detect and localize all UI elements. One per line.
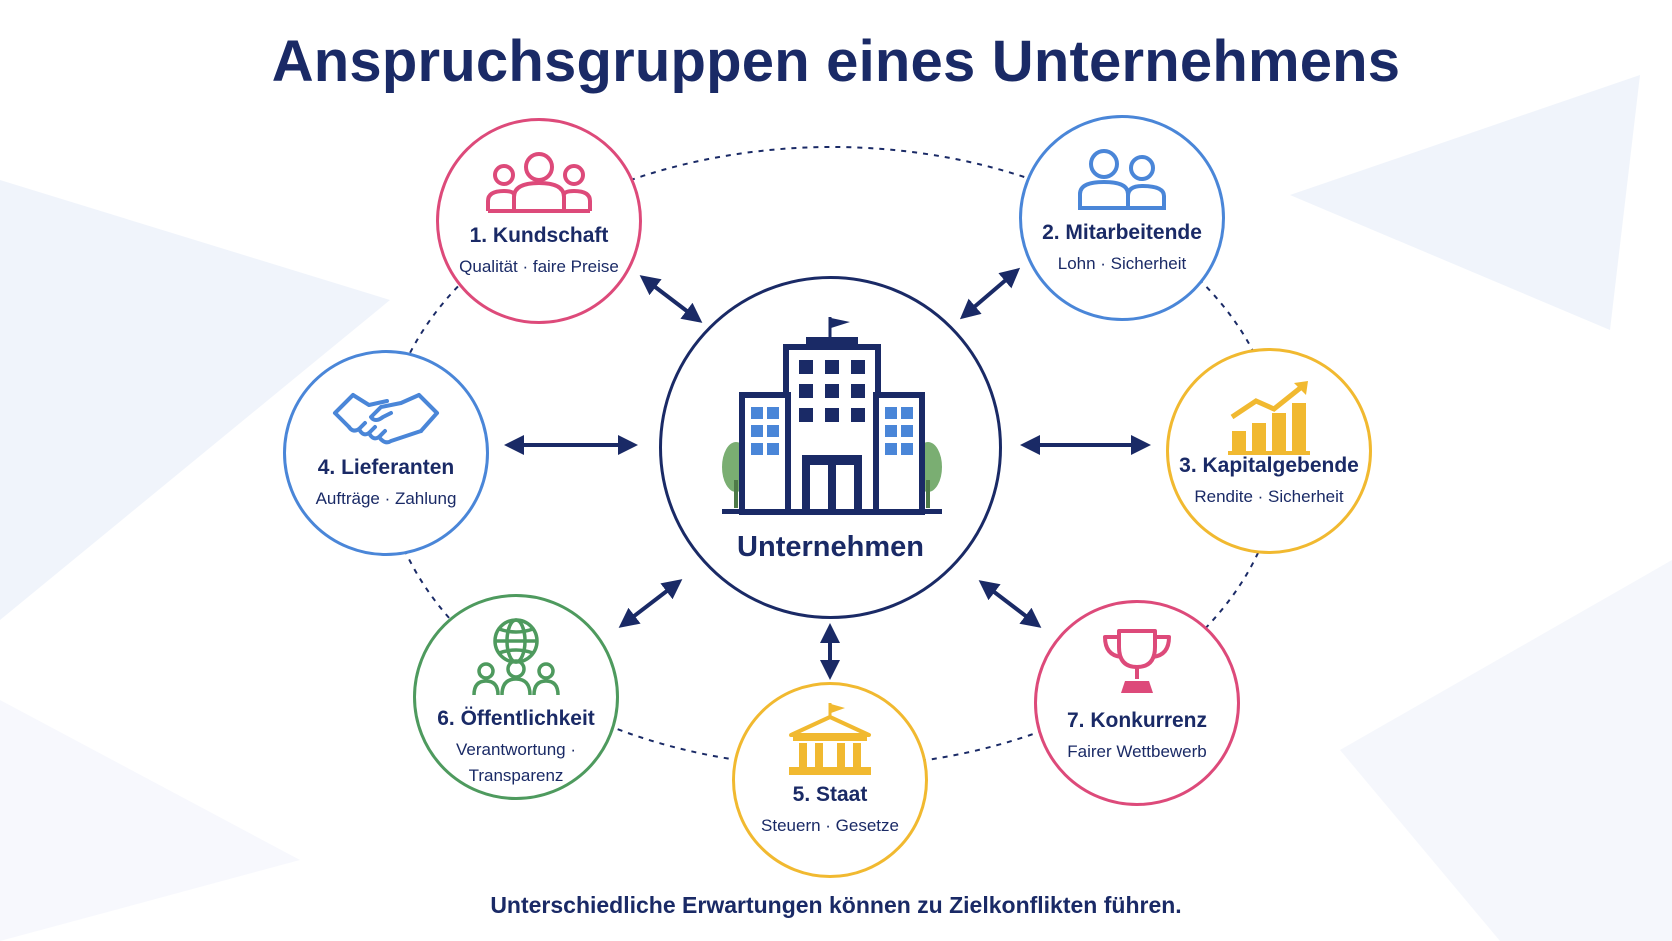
- node-desc-kapitalgebende: Rendite · Sicherheit: [1194, 487, 1344, 506]
- office-building-icon: [722, 317, 942, 515]
- node-desc-staat: Steuern · Gesetze: [761, 816, 899, 835]
- node-oeffentlichkeit: 6. Öffentlichkeit Verantwortung · Transp…: [413, 594, 619, 800]
- node-desc-oeffentlichkeit: Verantwortung · Transparenz: [455, 740, 576, 785]
- bg-shape-left-bottom: [0, 700, 300, 941]
- node-staat: 5. Staat Steuern · Gesetze: [732, 682, 928, 878]
- node-label-staat: 5. Staat: [792, 783, 868, 806]
- node-lieferanten: 4. Lieferanten Aufträge · Zahlung: [283, 350, 489, 556]
- page-title: Anspruchsgruppen eines Unternehmens: [271, 29, 1401, 94]
- arrow-kundschaft: [639, 275, 703, 323]
- arrow-konkurrenz: [978, 580, 1042, 628]
- center-node-unternehmen: Unternehmen: [659, 276, 1002, 619]
- bg-shape-right-top: [1290, 75, 1640, 330]
- node-desc-konkurrenz: Fairer Wettbewerb: [1067, 742, 1207, 761]
- globe-people-icon: [472, 618, 560, 696]
- node-label-konkurrenz: 7. Konkurrenz: [1066, 709, 1208, 732]
- bg-shape-right-bottom: [1340, 560, 1672, 941]
- node-label-kapitalgebende: 3. Kapitalgebende: [1179, 454, 1359, 477]
- node-desc-kundschaft: Qualität · faire Preise: [459, 257, 619, 276]
- customers-group-icon: [486, 152, 592, 213]
- employees-icon: [1078, 149, 1166, 210]
- center-label: Unternehmen: [737, 531, 924, 563]
- node-label-mitarbeitende: 2. Mitarbeitende: [1042, 221, 1202, 244]
- trophy-icon: [1103, 629, 1171, 693]
- node-desc-mitarbeitende: Lohn · Sicherheit: [1057, 254, 1187, 273]
- arrow-oeffentlichkeit: [618, 579, 683, 628]
- node-kundschaft: 1. Kundschaft Qualität · faire Preise: [436, 118, 642, 324]
- node-kapitalgebende: 3. Kapitalgebende Rendite · Sicherheit: [1166, 348, 1372, 554]
- footnote: Unterschiedliche Erwartungen können zu Z…: [490, 892, 1182, 918]
- growth-chart-icon: [1228, 381, 1310, 455]
- bg-shape-left: [0, 180, 390, 620]
- node-label-kundschaft: 1. Kundschaft: [469, 224, 609, 247]
- node-label-oeffentlichkeit: 6. Öffentlichkeit: [437, 707, 595, 730]
- node-desc-lieferanten: Aufträge · Zahlung: [315, 489, 457, 508]
- arrow-mitarbeitende: [959, 267, 1021, 320]
- government-building-icon: [789, 703, 871, 775]
- node-label-lieferanten: 4. Lieferanten: [317, 456, 455, 479]
- node-konkurrenz: 7. Konkurrenz Fairer Wettbewerb: [1034, 600, 1240, 806]
- node-mitarbeitende: 2. Mitarbeitende Lohn · Sicherheit: [1019, 115, 1225, 321]
- handshake-icon: [333, 393, 439, 445]
